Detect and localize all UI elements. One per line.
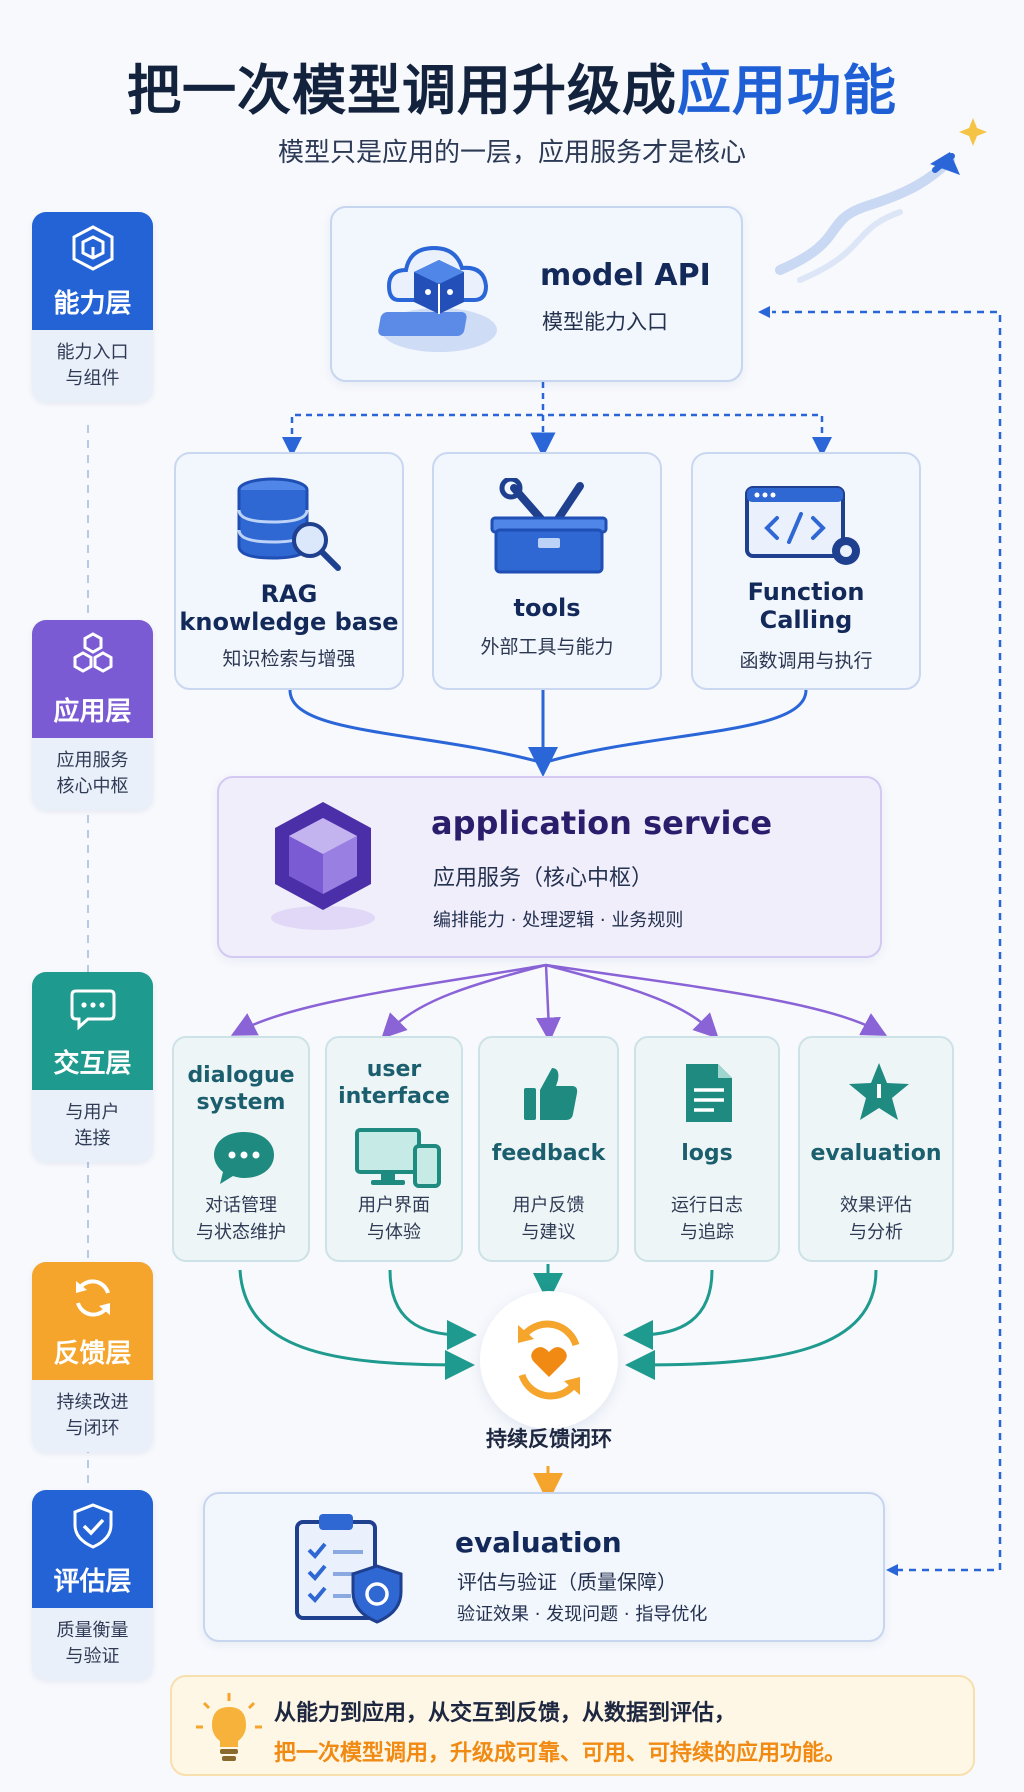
interaction-title: user interface [338,1057,450,1109]
layer-application: 应用层 应用服务 核心中枢 [32,620,153,810]
layer-interaction: 交互层 与用户 连接 [32,972,153,1162]
layer-feedback: 反馈层 持续改进 与闭环 [32,1262,153,1452]
cloud-cube-icon [378,245,497,352]
evaluation-box: evaluation 评估与验证（质量保障） 验证效果 · 发现问题 · 指导优… [203,1492,885,1642]
layer-name: 评估层 [53,1566,132,1597]
layer-desc-text: 质量衡量 与验证 [56,1620,129,1667]
layer-desc: 质量衡量 与验证 [32,1608,153,1680]
layer-desc-text: 持续改进 与闭环 [56,1392,129,1439]
interaction-subtitle: 运行日志 与追踪 [671,1195,743,1243]
swoosh-arrow-icon [775,118,987,283]
lightbulb-icon [196,1693,262,1761]
refresh-icon [75,1278,110,1317]
layer-name: 交互层 [53,1048,132,1079]
layer-evaluation: 评估层 质量衡量 与验证 [32,1490,153,1680]
app-service-title: application service [431,804,773,842]
layer-name: 反馈层 [53,1338,132,1369]
title-highlight: 应用功能 [677,59,897,122]
interaction-subtitle: 用户界面 与体验 [358,1195,430,1243]
evaluation-subtitle: 评估与验证（质量保障） [457,1570,677,1594]
star-icon [849,1063,909,1120]
feedback-loop-label: 持续反馈闭环 [486,1427,612,1451]
monitor-phone-icon [355,1128,441,1188]
evaluation-title: evaluation [455,1526,622,1559]
database-search-icon [237,477,341,571]
layer-name: 应用层 [53,696,132,727]
layer-desc: 应用服务 核心中枢 [32,738,153,810]
shield-icon [73,1502,112,1549]
model-api-box: model API 模型能力入口 [330,206,743,382]
evaluation-detail: 验证效果 · 发现问题 · 指导优化 [457,1604,708,1625]
interaction-card-logs: logs 运行日志 与追踪 [634,1036,780,1262]
interaction-title: evaluation [810,1141,942,1166]
document-icon [686,1064,732,1122]
interaction-card-dialogue: dialogue system 对话管理 与状态维护 [172,1036,310,1262]
layer-capability-head: 能力层 [32,212,153,330]
interaction-subtitle: 效果评估 与分析 [840,1195,912,1243]
hexagon-cube-icon [271,802,375,930]
heart-cycle-icon [518,1320,580,1400]
app-service-subtitle: 应用服务（核心中枢） [433,866,654,891]
interaction-card-evaluation: evaluation 效果评估 与分析 [798,1036,954,1262]
layer-feedback-head: 反馈层 [32,1262,153,1380]
layer-interaction-head: 交互层 [32,972,153,1090]
layer-desc: 持续改进 与闭环 [32,1380,153,1452]
layer-desc: 与用户 连接 [32,1090,153,1162]
chat-bubble-icon [214,1132,274,1184]
code-window-icon [745,486,860,565]
interaction-title: dialogue system [187,1063,295,1115]
hexagons-icon [73,631,112,673]
capability-title: RAG knowledge base [179,580,399,636]
capability-title: Function Calling [747,578,865,634]
interaction-card-feedback: feedback 用户反馈 与建议 [478,1036,619,1262]
layer-application-head: 应用层 [32,620,153,738]
page-subtitle: 模型只是应用的一层，应用服务才是核心 [277,138,746,168]
feedback-loop-circle [480,1291,618,1429]
layer-evaluation-head: 评估层 [32,1490,153,1608]
layer-name: 能力层 [53,288,132,319]
capability-subtitle: 函数调用与执行 [739,650,873,672]
capability-subtitle: 知识检索与增强 [222,648,356,670]
title-main: 把一次模型调用升级成 [127,59,677,122]
capability-card-tools: tools 外部工具与能力 [432,452,662,690]
layer-capability: 能力层 能力入口 与组件 [32,212,153,402]
layer-desc-text: 能力入口 与组件 [56,342,129,389]
layer-desc-text: 应用服务 核心中枢 [56,750,129,797]
clipboard-shield-icon [295,1514,403,1624]
interaction-subtitle: 用户反馈 与建议 [512,1195,585,1243]
thumbs-up-icon [524,1068,578,1120]
layer-desc: 能力入口 与组件 [32,330,153,402]
footer-line1: 从能力到应用，从交互到反馈，从数据到评估， [274,1701,737,1726]
sparkle-icon [959,118,987,146]
chat-icon [70,989,115,1030]
model-api-subtitle: 模型能力入口 [542,310,668,334]
toolbox-icon [490,478,608,574]
application-service-box: application service 应用服务（核心中枢） 编排能力 · 处理… [217,776,882,958]
model-api-title: model API [540,258,711,293]
interaction-subtitle: 对话管理 与状态维护 [196,1195,286,1243]
cube-icon [72,224,113,271]
layer-desc-text: 与用户 连接 [65,1102,120,1149]
page-title: 把一次模型调用升级成应用功能 [0,46,1024,125]
capability-subtitle: 外部工具与能力 [480,636,614,658]
interaction-title: feedback [491,1141,606,1166]
capability-card-function-calling: Function Calling 函数调用与执行 [691,452,921,690]
capability-card-rag: RAG knowledge base 知识检索与增强 [174,452,404,690]
interaction-title: logs [681,1141,733,1166]
capability-title: tools [513,594,581,622]
footer-line2: 把一次模型调用，升级成可靠、可用、可持续的应用功能。 [274,1741,847,1766]
interaction-card-ui: user interface 用户界面 与体验 [325,1036,463,1262]
footer-banner: 从能力到应用，从交互到反馈，从数据到评估， 把一次模型调用，升级成可靠、可用、可… [170,1675,975,1776]
app-service-detail: 编排能力 · 处理逻辑 · 业务规则 [433,910,684,931]
